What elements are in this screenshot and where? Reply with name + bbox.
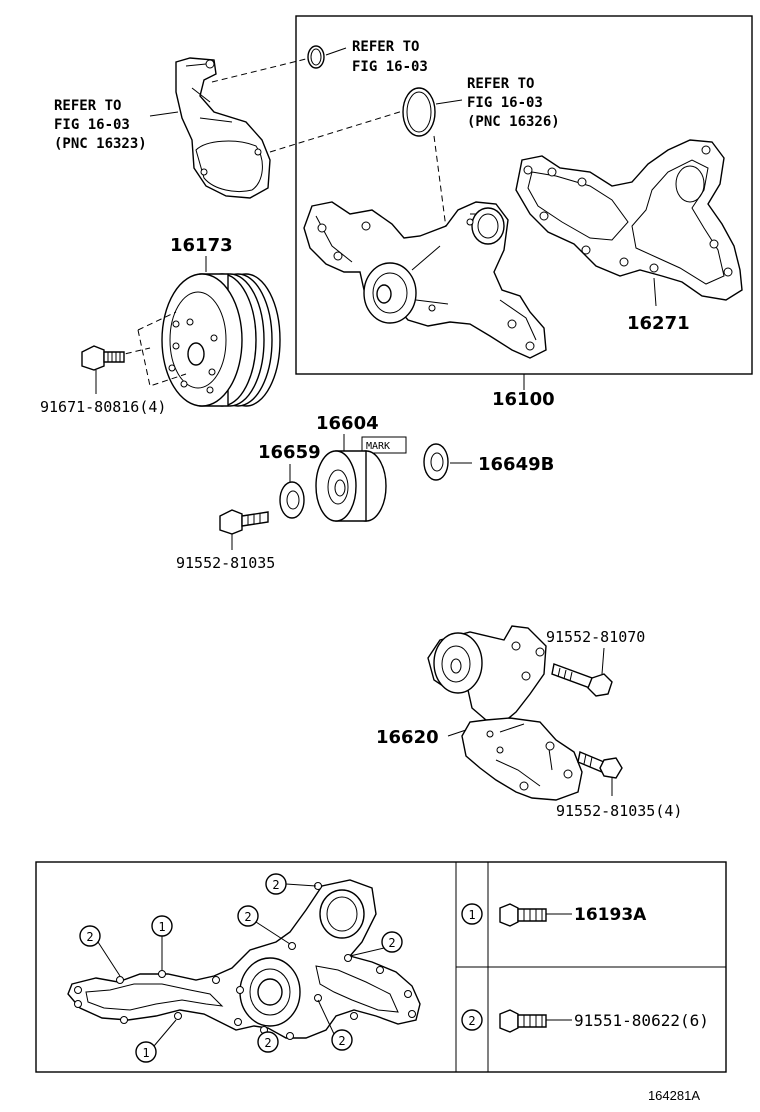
part-number-91552-81035: 91552-81035	[176, 554, 275, 572]
water-pump-pulley	[161, 273, 281, 407]
idler-washer-16659	[279, 481, 305, 519]
water-pump-body	[303, 201, 547, 359]
part-number-16649b: 16649B	[478, 454, 554, 475]
svg-text:2: 2	[264, 1036, 271, 1050]
svg-text:2: 2	[338, 1034, 345, 1048]
idler-washer-16649b	[423, 443, 449, 481]
svg-text:2: 2	[244, 910, 251, 924]
legend-row-2: 2 91551-80622(6)	[461, 1009, 709, 1033]
callout-2-f: 2	[317, 999, 353, 1051]
svg-text:2: 2	[388, 936, 395, 950]
tensioner-bolt-long	[551, 663, 613, 697]
part-number-16173: 16173	[170, 235, 233, 256]
tensioner-bolt-short	[577, 751, 623, 779]
water-inlet-housing	[175, 57, 271, 199]
idler-bolt	[219, 509, 269, 535]
refer-label-left-line1: REFER TO	[54, 98, 121, 114]
water-pump-gasket	[515, 139, 743, 301]
mark-box	[361, 436, 407, 454]
refer-label-left-line2: FIG 16-03	[54, 117, 130, 133]
callout-1-a: 1	[151, 915, 173, 970]
callout-2-b: 2	[265, 873, 317, 895]
svg-text:2: 2	[86, 930, 93, 944]
callout-2-a: 2	[79, 925, 121, 977]
callout-2-c: 2	[237, 905, 291, 945]
refer-label-right-line1: REFER TO	[467, 76, 534, 92]
bolt-pattern-pump-view	[67, 879, 421, 1040]
refer-label-right-line3: (PNC 16326)	[467, 114, 560, 130]
part-number-16620: 16620	[376, 727, 439, 748]
part-number-91552-81070: 91552-81070	[546, 628, 645, 646]
belt-tensioner	[427, 625, 583, 801]
refer-label-right-line2: FIG 16-03	[467, 95, 543, 111]
svg-text:1: 1	[142, 1046, 149, 1060]
refer-label-left-line3: (PNC 16323)	[54, 136, 147, 152]
callout-2-d: 2	[349, 931, 403, 957]
legend-marker-1: 1	[468, 908, 475, 922]
legend-row-1: 1 16193A	[461, 903, 647, 927]
part-number-16659: 16659	[258, 442, 321, 463]
idler-pulley	[315, 450, 387, 522]
o-ring-large	[402, 87, 436, 137]
svg-text:2: 2	[272, 878, 279, 892]
mark-label: MARK	[366, 441, 390, 452]
part-number-91552-81035-qty4: 91552-81035(4)	[556, 802, 682, 820]
part-number-16100: 16100	[492, 389, 555, 410]
legend-part-1: 16193A	[574, 905, 647, 925]
callout-2-e: 2	[257, 1031, 279, 1053]
part-number-16604: 16604	[316, 413, 379, 434]
figure-id: 164281A	[648, 1088, 700, 1103]
callout-1-b: 1	[135, 1019, 177, 1063]
part-number-91671-80816: 91671-80816(4)	[40, 398, 166, 416]
refer-label-top-line1: REFER TO	[352, 39, 419, 55]
pulley-bolt	[81, 345, 125, 371]
svg-text:1: 1	[158, 920, 165, 934]
part-number-16271: 16271	[627, 313, 690, 334]
legend-marker-2: 2	[468, 1014, 475, 1028]
legend-part-2: 91551-80622(6)	[574, 1011, 709, 1030]
refer-label-top-line2: FIG 16-03	[352, 59, 428, 75]
